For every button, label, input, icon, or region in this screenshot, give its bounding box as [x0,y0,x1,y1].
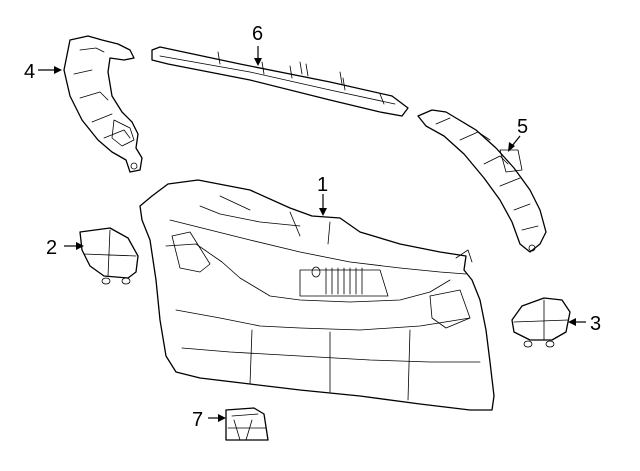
callout-4: 4 [24,61,35,83]
part-5-right-pillar-trim[interactable] [417,109,547,253]
callout-2: 2 [46,237,57,259]
part-6-header-trim[interactable] [151,46,409,117]
part-4-left-pillar-trim[interactable] [63,35,143,173]
part-1-liftgate-panel[interactable] [139,179,495,411]
part-2-left-cover[interactable] [79,227,139,285]
leader-lines [38,46,586,422]
callout-1: 1 [317,174,328,196]
callout-7: 7 [192,409,203,431]
part-7-small-trim-piece[interactable] [225,407,269,441]
callout-5: 5 [517,116,528,138]
callout-3: 3 [590,313,601,335]
callout-6: 6 [252,23,263,45]
part-3-right-cover[interactable] [511,297,571,348]
